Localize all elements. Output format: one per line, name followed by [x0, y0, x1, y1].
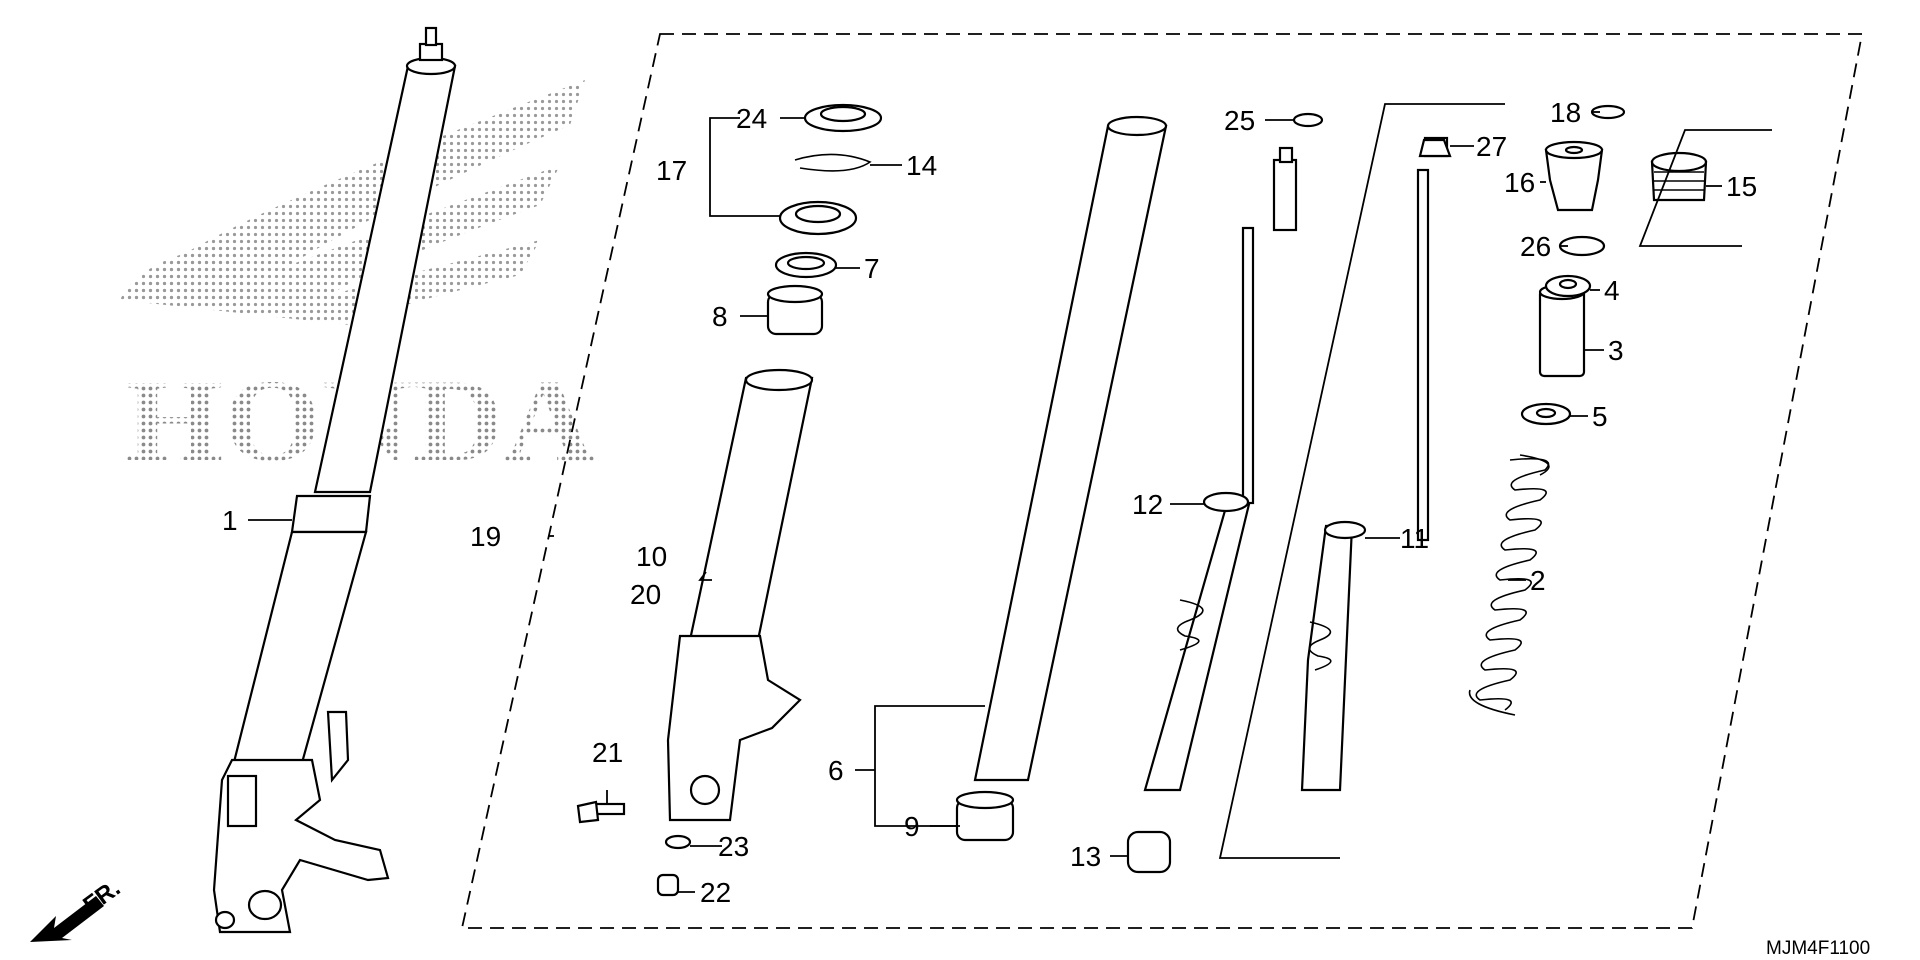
part-14-stopper-ring: [794, 153, 872, 172]
callout-8: 8: [712, 301, 728, 332]
part-11-bracket: [1218, 103, 1505, 859]
part-21-bolt: [576, 800, 626, 824]
callout-7: 7: [864, 253, 880, 284]
part-5-seat: [1520, 402, 1572, 426]
part-16-adjuster: [1544, 140, 1604, 212]
part-8-guide-bushing: [766, 284, 824, 336]
part-3-spacer: [1538, 283, 1586, 378]
callout-4: 4: [1604, 275, 1620, 306]
part-10-outer-tube: [666, 368, 814, 822]
part-13-piece: [1126, 830, 1172, 874]
callout-14: 14: [906, 150, 937, 181]
callout-2: 2: [1530, 565, 1546, 596]
part-27-nut: [1418, 138, 1452, 158]
part-15-bracket: [1638, 129, 1772, 247]
part-9-bushing: [955, 790, 1015, 842]
callout-22: 22: [700, 877, 731, 908]
callout-20: 20: [630, 579, 661, 610]
part-11-damper-rod: [1300, 136, 1449, 792]
front-direction-arrow-icon: [30, 896, 104, 942]
callout-24: 24: [736, 103, 767, 134]
callout-17: 17: [656, 155, 687, 186]
callout-27: 27: [1476, 131, 1507, 162]
part-22-bolt: [656, 873, 680, 897]
callout-6: 6: [828, 755, 844, 786]
leader-lines: [248, 111, 1722, 893]
diagram-code: MJM4F1100: [1766, 938, 1870, 959]
callout-25: 25: [1224, 105, 1255, 136]
part-12-cartridge: [1143, 146, 1298, 792]
part-17-bracket: [709, 117, 780, 217]
part-17-oil-seal: [778, 200, 858, 236]
callout-18: 18: [1550, 97, 1581, 128]
callout-21: 21: [592, 737, 623, 768]
callout-19: 19: [470, 521, 501, 552]
callout-9: 9: [904, 811, 920, 842]
part-4-washer: [1544, 274, 1592, 298]
callout-23: 23: [718, 831, 749, 862]
part-24-dust-seal: [803, 103, 883, 133]
callout-15: 15: [1726, 171, 1757, 202]
part-1-fork-assembly: [212, 26, 457, 934]
part-6-bracket: [874, 705, 985, 827]
part-6-inner-tube: [973, 115, 1168, 782]
part-2-spring: [1468, 454, 1550, 716]
callout-1: 1: [222, 505, 238, 536]
callout-3: 3: [1608, 335, 1624, 366]
part-23-washer: [664, 834, 692, 850]
part-25-oring: [1292, 112, 1324, 128]
assembly-19-outline: [460, 33, 1864, 929]
callout-5: 5: [1592, 401, 1608, 432]
part-15-cap-bolt: [1650, 151, 1708, 202]
part-7-back-up-ring: [774, 251, 838, 279]
callout-13: 13: [1070, 841, 1101, 872]
callout-11: 11: [1400, 523, 1429, 554]
callout-10: 10: [636, 541, 667, 572]
callout-26: 26: [1520, 231, 1551, 262]
callout-12: 12: [1132, 489, 1163, 520]
callout-16: 16: [1504, 167, 1535, 198]
